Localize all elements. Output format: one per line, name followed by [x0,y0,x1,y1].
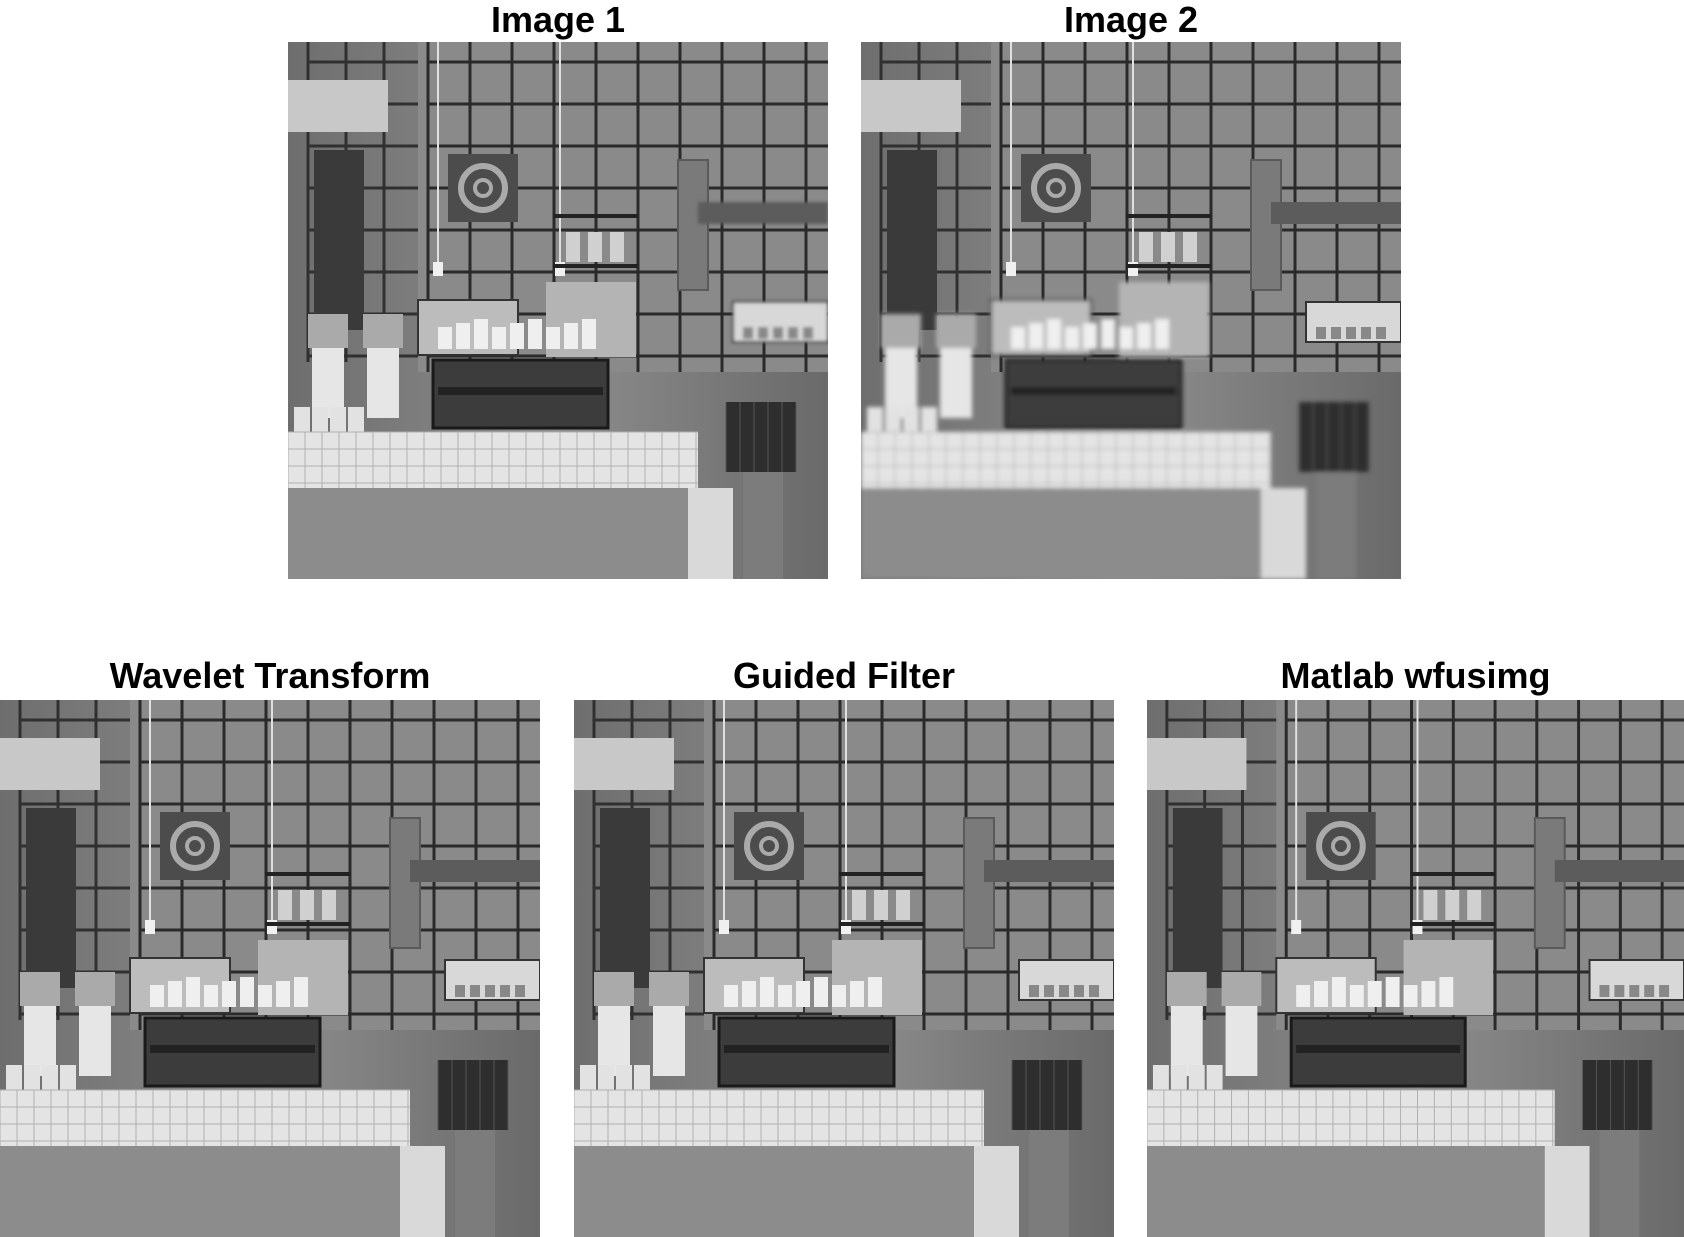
panel-image-1: Image 1 [288,0,828,580]
panel-title: Image 1 [490,0,626,40]
panel-matlab-wfusimg: Matlab wfusimg [1147,655,1684,1237]
panel-title: Matlab wfusimg [1280,655,1551,696]
cafe-photo-matlab-wfusimg [1147,700,1684,1237]
panel-title: Image 2 [1063,0,1199,40]
cafe-photo-image-1 [288,42,828,579]
cafe-photo-wavelet-transform [0,700,540,1237]
cafe-photo-guided-filter [574,700,1114,1237]
cafe-photo-image-2 [861,42,1401,579]
panel-wavelet-transform: Wavelet Transform [0,655,540,1237]
panel-title: Guided Filter [732,655,955,696]
panel-image-2: Image 2 [861,0,1401,580]
panel-guided-filter: Guided Filter [574,655,1114,1237]
panel-title: Wavelet Transform [109,655,431,696]
